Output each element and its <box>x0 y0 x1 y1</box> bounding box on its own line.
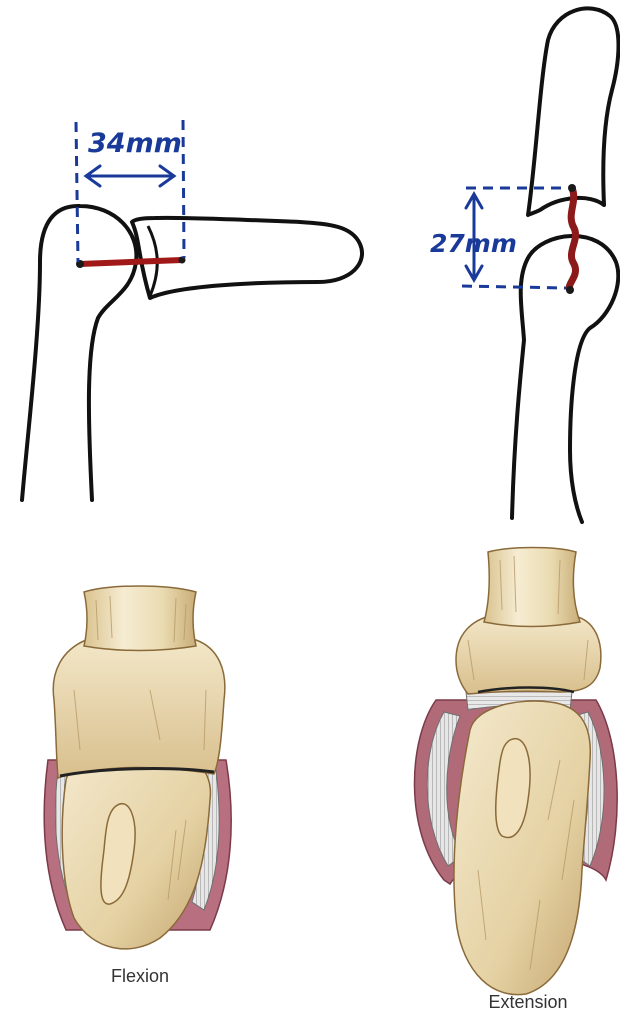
flexion-proximal-shaft <box>84 586 196 651</box>
extension-anatomy-illustration <box>414 548 617 995</box>
flexion-caption: Flexion <box>111 966 169 986</box>
extension-proximal-head <box>456 616 601 694</box>
flexion-width-label: 34mm <box>88 128 182 159</box>
extension-ligament <box>569 188 575 290</box>
extension-ligament-insertion <box>566 286 574 294</box>
extension-height-label: 27mm <box>430 229 517 258</box>
extension-distal-bone-outline <box>528 8 619 215</box>
extension-proximal-shaft <box>484 548 580 627</box>
flexion-dimension-right-guide <box>183 120 184 258</box>
extension-ligament-origin <box>568 184 576 192</box>
flexion-proximal-head <box>53 640 225 778</box>
flexion-anatomy-illustration <box>44 586 231 949</box>
flexion-dimension-left-guide <box>76 122 78 262</box>
extension-dimension-bottom-guide <box>462 286 566 288</box>
extension-caption: Extension <box>488 992 567 1012</box>
flexion-schematic: 34mm <box>22 120 362 500</box>
extension-proximal-bone-outline <box>512 236 618 522</box>
flexion-ligament <box>80 260 182 264</box>
extension-schematic: 27mm <box>430 8 619 522</box>
flexion-dimension-arrow <box>86 166 174 186</box>
